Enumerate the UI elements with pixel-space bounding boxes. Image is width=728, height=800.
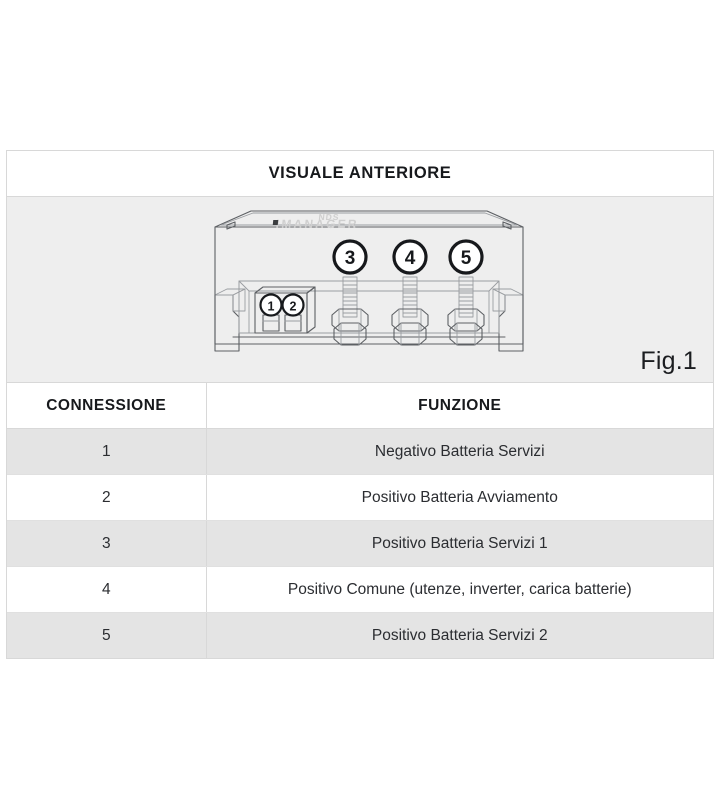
cell-funzione: Positivo Batteria Servizi 1 [206,520,713,567]
cell-funzione: Negativo Batteria Servizi [206,428,713,475]
callout-badge-3: 3 [332,239,368,275]
device-logo: NDS IMANAGER [272,212,359,231]
card-title-bar: VISUALE ANTERIORE [7,151,713,197]
callout-label-5: 5 [461,248,472,269]
right-mounting-foot [492,288,524,352]
device-body [214,210,524,345]
brand-text: NDS [318,212,340,222]
power-stud-3 [331,276,369,346]
column-header-connessione: CONNESSIONE [7,383,207,429]
power-stud-4 [391,276,429,346]
callout-label-4: 4 [405,248,416,269]
left-mounting-foot [214,288,246,352]
callout-label-2: 2 [290,300,297,314]
cell-connessione: 2 [7,474,207,521]
callout-badge-4: 4 [392,239,428,275]
device-illustration: NDS IMANAGER [214,210,524,352]
table-row: 5 Positivo Batteria Servizi 2 [7,612,713,658]
cell-connessione: 5 [7,612,207,658]
table-row: 3 Positivo Batteria Servizi 1 [7,520,713,567]
cell-funzione: Positivo Batteria Servizi 2 [206,612,713,658]
cell-connessione: 1 [7,428,207,475]
table-row: 4 Positivo Comune (utenze, inverter, car… [7,566,713,613]
connections-table: CONNESSIONE FUNZIONE 1 Negativo Batteria… [7,383,713,658]
table-row: 1 Negativo Batteria Servizi [7,428,713,475]
cell-connessione: 3 [7,520,207,567]
cell-connessione: 4 [7,566,207,613]
table-row: 2 Positivo Batteria Avviamento [7,474,713,521]
callout-label-1: 1 [268,300,275,314]
callout-label-3: 3 [345,248,356,269]
figure-label: Fig.1 [640,347,697,375]
callout-badge-5: 5 [448,239,484,275]
low-current-terminal-block [254,286,316,334]
figure-panel: NDS IMANAGER [7,197,713,383]
page-title: VISUALE ANTERIORE [268,164,452,182]
callout-badge-2: 2 [281,293,305,317]
callout-badge-1: 1 [259,293,283,317]
cell-funzione: Positivo Batteria Avviamento [206,474,713,521]
column-header-funzione: FUNZIONE [206,383,713,429]
power-stud-5 [447,276,485,346]
table-header-row: CONNESSIONE FUNZIONE [7,383,713,429]
cell-funzione: Positivo Comune (utenze, inverter, caric… [206,566,713,613]
front-view-card: VISUALE ANTERIORE [6,150,714,659]
model-text: IMANAGER [275,217,359,231]
